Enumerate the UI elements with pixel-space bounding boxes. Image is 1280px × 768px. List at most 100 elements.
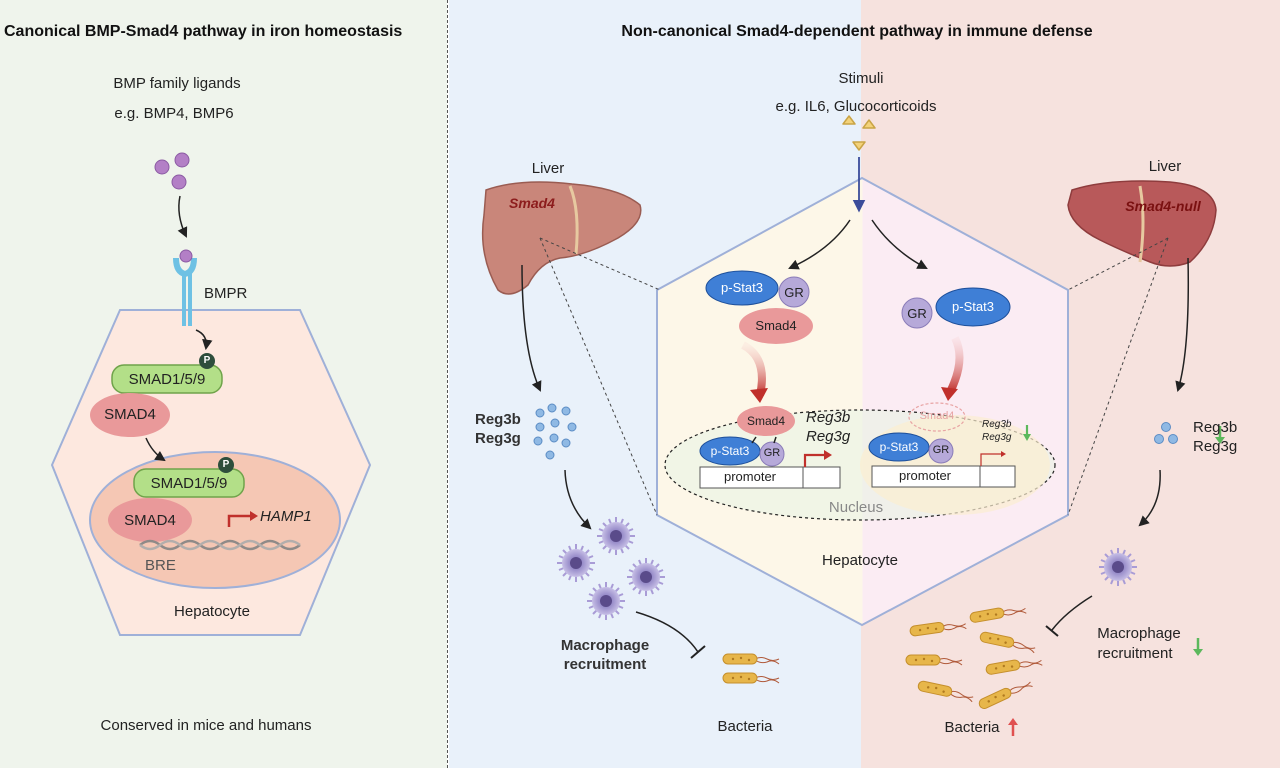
reg-protein-dots-left [533,403,577,460]
promoter-left-label: promoter [723,469,777,484]
nuc-gr-left [759,441,785,467]
down-arrow-icon [1023,425,1031,441]
macrophage-icon [596,516,636,556]
nuc-smad4-right-absent [908,402,966,432]
big-arrow-right [946,336,964,394]
reg-right-1: Reg3b [1193,419,1238,436]
receptor-icon [173,249,197,326]
nuc-pstat3-right-label: p-Stat3 [879,440,919,454]
reg-to-macrophage-arrow-right [1138,469,1161,527]
gr-right [901,297,933,329]
gene-arrow-icon-left [803,453,826,467]
macrophage-icon [1098,547,1138,587]
left-footer: Conserved in mice and humans [100,717,312,734]
hepatocyte-label-left: Hepatocyte [174,603,250,620]
liver-to-reg-arrow-left [521,264,542,392]
inhibition-line-left [635,611,699,653]
pstat3-right [935,287,1011,327]
gr-left-label: GR [784,285,804,300]
gene-arrow-icon [227,514,252,527]
gene-arrow-head [250,511,258,521]
stimuli-icon [842,115,876,151]
big-arrow-left-head [750,388,768,403]
macrophage-icon [556,543,596,583]
nuc-smad4-right-label: Smad4 [919,410,955,422]
smad4-top [90,393,170,437]
stimuli-examples: e.g. IL6, Glucocorticoids [775,98,937,115]
liver-left-label: Liver [531,160,565,177]
nuc-smad4-left [737,406,795,436]
smad4-nuclear-label: SMAD4 [124,512,176,529]
liver-icon [481,181,642,295]
down-arrow-icon [1193,638,1203,656]
nuc-genes-left-2: Reg3g [806,428,851,445]
nuc-pstat3-left-label: p-Stat3 [710,444,750,458]
bacteria-icon [722,672,780,684]
zoom-lines [539,237,1169,516]
macrophage-icon [626,557,666,597]
smad159-nuclear-label: SMAD1/5/9 [150,475,228,492]
promoter-box-right [871,465,1016,488]
pstat3-left [705,270,779,306]
receptor-label: BMPR [204,285,248,302]
pstat3-left-label: p-Stat3 [721,280,763,295]
bacteria-right-label: Bacteria [944,719,1000,736]
smad4-nuclear [108,498,192,542]
smad159-top [111,364,223,394]
binding-line-2 [773,436,777,444]
gene-arrow-left-head [824,450,832,460]
ligand-arrow [177,195,188,238]
binding-line-1 [751,436,757,444]
pstat3-right-label: p-Stat3 [952,299,994,314]
liver-to-reg-arrow-right [1175,257,1190,393]
nuc-smad4-left-label: Smad4 [746,414,786,428]
hamp1-label: HAMP1 [260,508,312,525]
bacteria-icon [722,653,780,665]
ligand-examples: e.g. BMP4, BMP6 [114,105,234,122]
gr-left [778,276,810,308]
reg-right-2: Reg3g [1193,438,1238,455]
hepatocyte-label-right: Hepatocyte [822,552,898,569]
up-arrow-icon [1008,718,1018,736]
macrophage-icon [586,581,626,621]
reg-to-macrophage-arrow-left [564,469,592,530]
bacteria-left-label: Bacteria [717,718,773,735]
inhibition-line-right [1051,595,1093,631]
arrow-to-smad4-complex [788,219,851,270]
phospho-badge-nuclear [218,457,234,473]
panel-divider [447,0,448,768]
gr-right-label: GR [907,306,927,321]
nuc-pstat3-right [868,432,930,462]
promoter-box-left [699,466,841,489]
macro-right-2: recruitment [1097,645,1173,662]
inhibition-bar-right [1045,625,1059,637]
right-panel-title: Non-canonical Smad4-dependent pathway in… [621,23,1093,40]
nuc-gr-right-label: GR [932,444,950,456]
phospho-nuclear-label: P [222,459,230,470]
nucleus-label: Nucleus [828,499,884,516]
phospho-badge-top [199,353,215,369]
bre-label: BRE [145,557,176,574]
arrow-to-null-complex [871,219,928,269]
smad4-left-label: Smad4 [755,318,797,333]
macro-right-1: Macrophage [1097,625,1181,642]
nuc-genes-right-2: Reg3g [982,432,1012,443]
reg-left-1: Reg3b [475,411,521,428]
phospho-top-label: P [203,355,211,366]
liver-right-gene: Smad4-null [1125,198,1201,214]
nuc-genes-left-1: Reg3b [806,409,851,426]
smad-complex-arrow [145,437,166,462]
smad4-left [739,308,813,344]
receptor-arrow [195,329,213,351]
smad4-top-label: SMAD4 [104,406,156,423]
down-arrow-icon [1215,426,1225,444]
nucleus-right-tint [860,415,1050,515]
smad159-top-label: SMAD1/5/9 [128,371,206,388]
macro-left-1: Macrophage [560,637,650,654]
nuc-gr-left-label: GR [763,447,781,459]
macro-left-2: recruitment [563,656,647,673]
nuc-genes-right-1: Reg3b [982,419,1012,430]
liver-left-gene: Smad4 [509,195,555,211]
